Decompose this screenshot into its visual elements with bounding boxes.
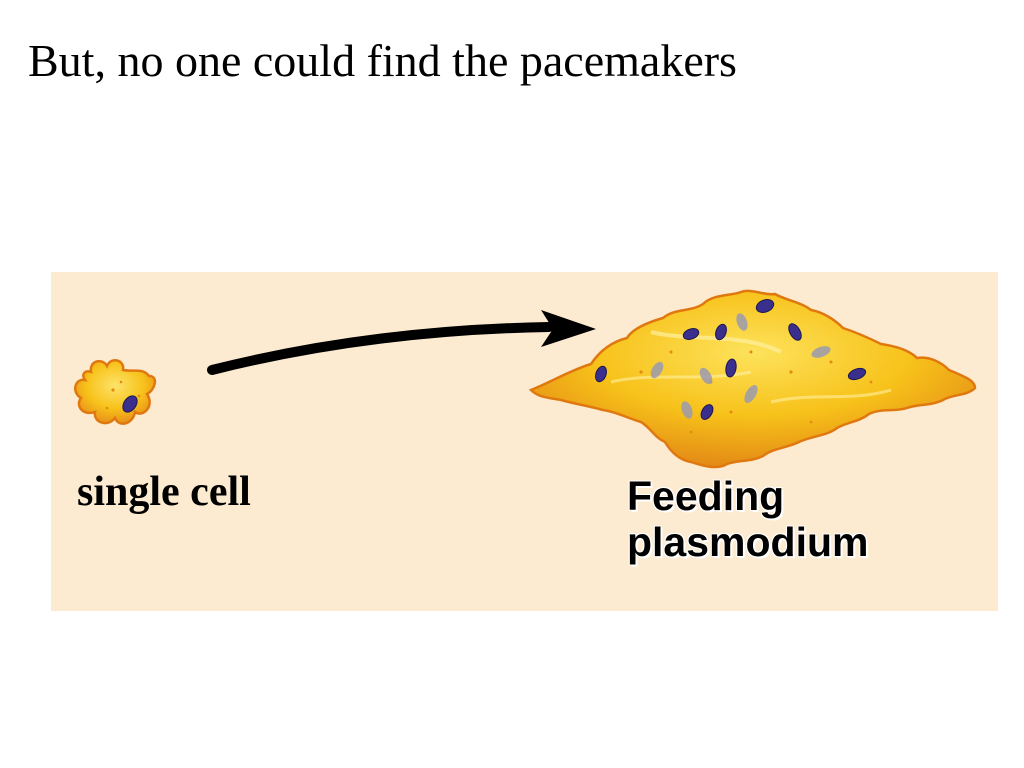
plasmodium-nucleus — [725, 358, 737, 378]
plasmodium-label: Feeding plasmodium — [627, 473, 869, 566]
plasmodium-nucleus — [755, 299, 775, 313]
arrow-icon — [207, 310, 596, 375]
plasmodium-body — [528, 289, 977, 469]
figure-illustration — [73, 289, 977, 469]
plasmodium-label-line2: plasmodium — [627, 518, 869, 565]
single-cell-illustration — [73, 358, 157, 425]
plasmodium-illustration — [528, 289, 977, 469]
single-cell-body — [73, 358, 157, 425]
plasmodium-nucleus — [700, 404, 714, 420]
plasmodium-faded-nucleus — [650, 361, 664, 379]
plasmodium-nucleus — [788, 323, 802, 341]
plasmodium-faded-nucleus — [811, 346, 831, 358]
plasmodium-nucleus — [715, 323, 727, 341]
plasmodium-nucleus — [595, 365, 607, 383]
plasmodium-label-line1: Feeding — [627, 473, 785, 519]
single-cell-label: single cell — [77, 469, 251, 515]
plasmodium-faded-nucleus — [699, 367, 713, 385]
single-cell-nucleus — [122, 395, 138, 413]
figure-panel: single cell Feeding plasmodium — [51, 272, 998, 611]
plasmodium-faded-nucleus — [744, 384, 758, 404]
plasmodium-faded-nucleus — [681, 401, 693, 419]
slide-title: But, no one could find the pacemakers — [28, 35, 737, 86]
plasmodium-faded-nucleus — [736, 313, 748, 331]
plasmodium-nucleus — [847, 367, 867, 381]
plasmodium-nucleus — [682, 328, 700, 340]
